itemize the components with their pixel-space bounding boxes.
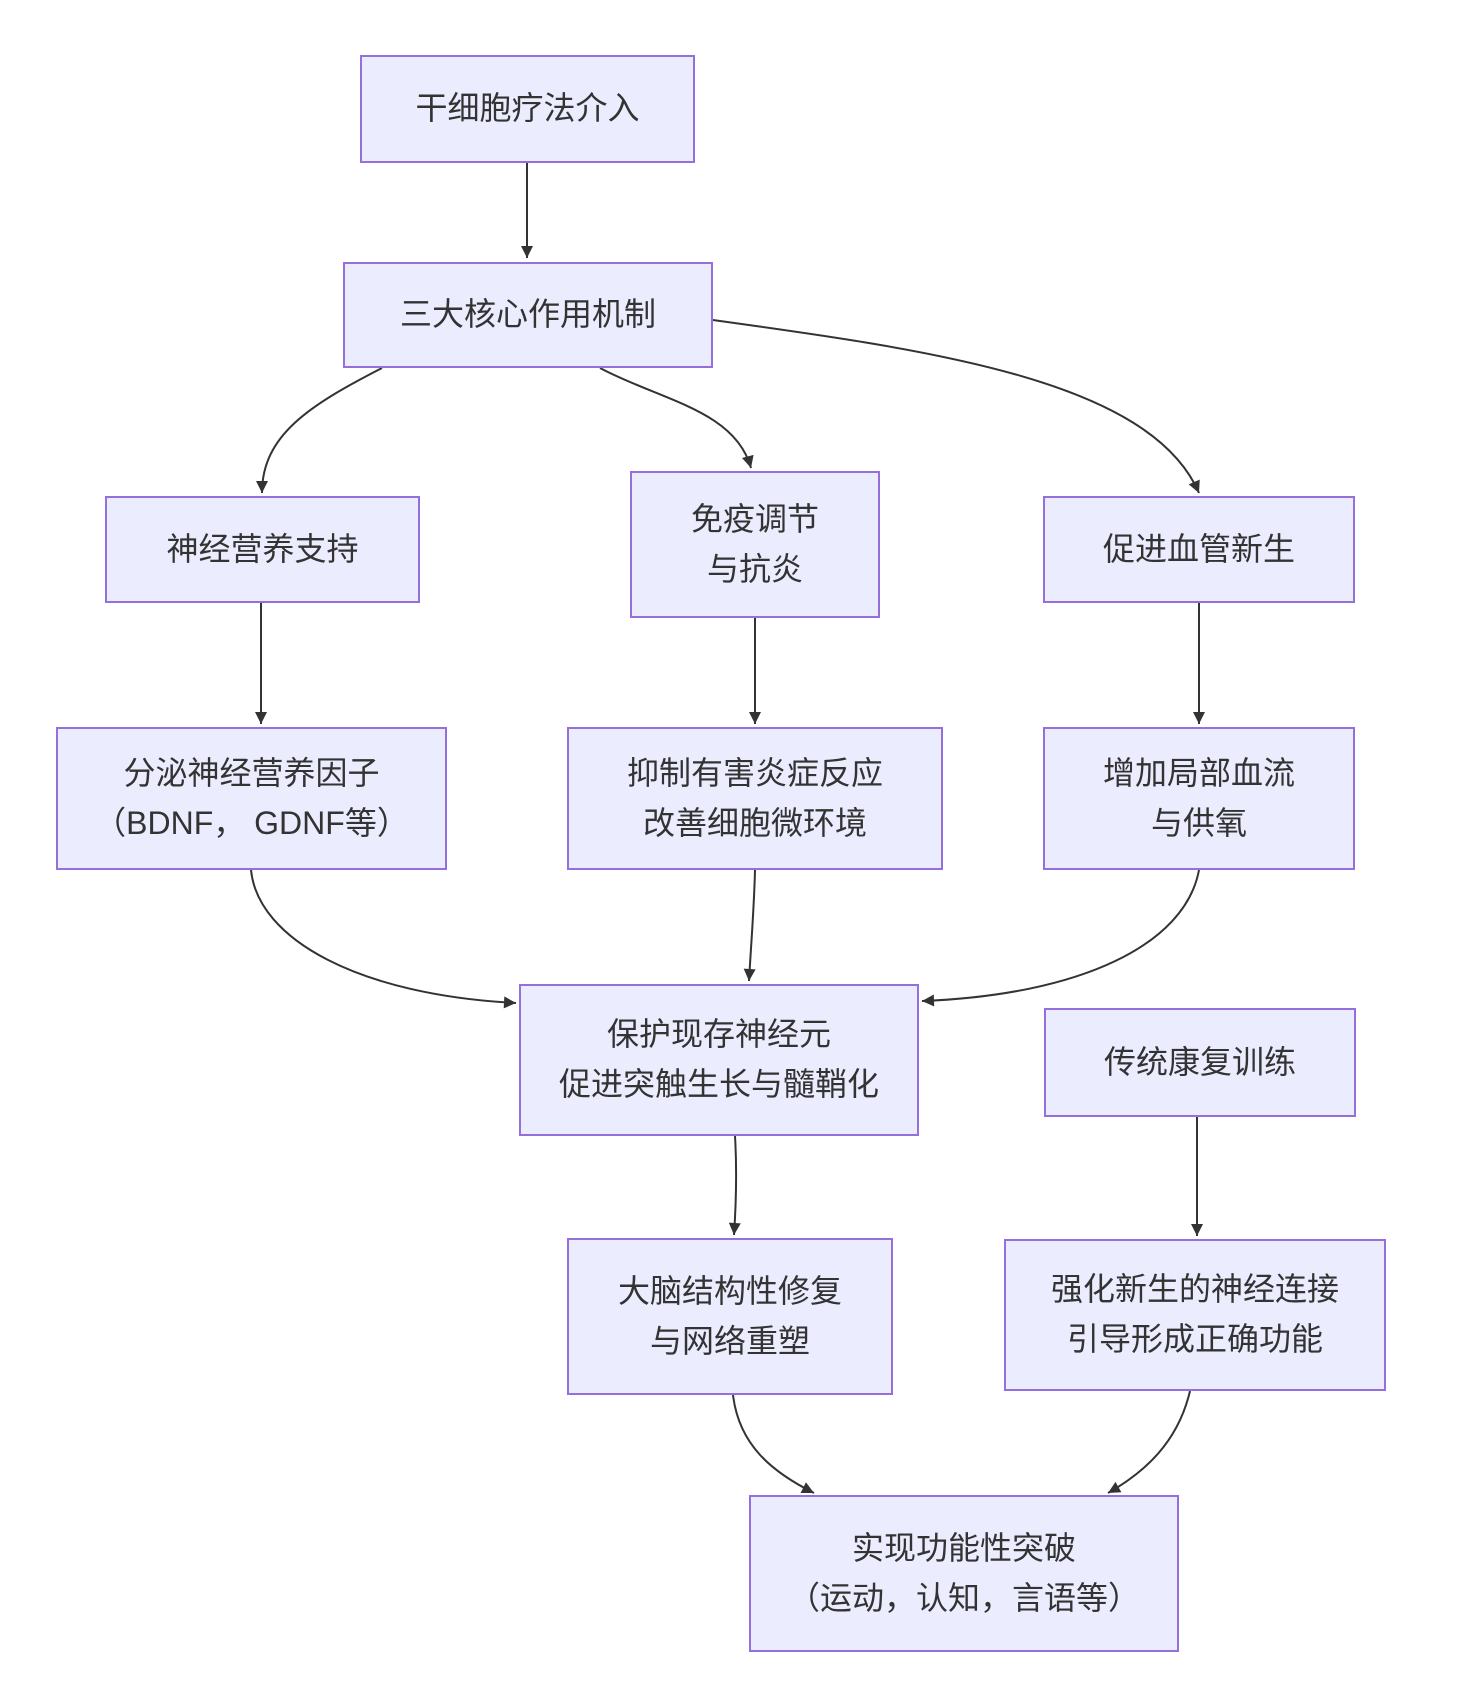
node-label: 传统康复训练 xyxy=(1103,1043,1296,1080)
node-suppress-inflammation: 抑制有害炎症反应 改善细胞微环境 xyxy=(567,727,943,870)
node-stem-cell-therapy: 干细胞疗法介入 xyxy=(360,55,695,163)
node-protect-neurons: 保护现存神经元 促进突触生长与髓鞘化 xyxy=(519,984,919,1136)
node-label: 增加局部血流 xyxy=(1102,754,1295,791)
node-label: 大脑结构性修复 xyxy=(617,1272,842,1309)
node-label: 强化新生的神经连接 xyxy=(1050,1271,1339,1308)
node-label: 与抗炎 xyxy=(706,550,803,587)
node-functional-breakthrough: 实现功能性突破 （运动，认知，言语等） xyxy=(749,1495,1179,1652)
node-label: 引导形成正确功能 xyxy=(1066,1321,1323,1357)
node-immune-modulation: 免疫调节 与抗炎 xyxy=(630,471,880,618)
edge-core-to-angiogenesis xyxy=(712,319,1200,494)
node-traditional-rehab: 传统康复训练 xyxy=(1044,1008,1356,1117)
node-label: 促进血管新生 xyxy=(1102,530,1295,567)
node-label: 与供氧 xyxy=(1150,804,1247,841)
node-label: 与网络重塑 xyxy=(649,1322,810,1359)
node-label: 免疫调节 xyxy=(690,500,819,537)
edge-protect-to-repair xyxy=(728,1135,741,1236)
node-label: 保护现存神经元 xyxy=(606,1016,831,1053)
node-label: （运动，认知，言语等） xyxy=(787,1579,1140,1616)
edge-bloodflow-to-protect xyxy=(921,869,1200,1007)
node-label: 神经营养支持 xyxy=(166,530,359,567)
node-secrete-neurotrophic-factors: 分泌神经营养因子 （BDNF， GDNF等） xyxy=(56,727,447,870)
node-label: 分泌神经营养因子 xyxy=(123,754,380,791)
node-label: 促进突触生长与髓鞘化 xyxy=(558,1066,879,1102)
node-label: 改善细胞微环境 xyxy=(642,804,867,841)
node-label: （BDNF， GDNF等） xyxy=(94,804,409,841)
edge-inflammation-to-protect xyxy=(743,869,756,982)
node-label: 抑制有害炎症反应 xyxy=(626,754,883,791)
node-label: 实现功能性突破 xyxy=(851,1529,1076,1566)
edge-factors-to-protect xyxy=(250,869,517,1009)
node-neurotrophic-support: 神经营养支持 xyxy=(105,496,420,603)
node-label: 干细胞疗法介入 xyxy=(415,90,640,127)
edge-strengthen-to-breakthrough xyxy=(1107,1390,1191,1494)
edge-repair-to-breakthrough xyxy=(732,1394,815,1494)
edge-core-to-immune xyxy=(599,367,754,469)
node-structural-repair: 大脑结构性修复 与网络重塑 xyxy=(567,1238,893,1395)
node-angiogenesis: 促进血管新生 xyxy=(1043,496,1355,603)
node-increase-blood-flow: 增加局部血流 与供氧 xyxy=(1043,727,1355,870)
node-core-mechanisms: 三大核心作用机制 xyxy=(343,262,713,368)
node-label: 三大核心作用机制 xyxy=(399,296,656,333)
edge-core-to-neurotrophic xyxy=(256,367,383,494)
node-strengthen-connections: 强化新生的神经连接 引导形成正确功能 xyxy=(1004,1239,1386,1391)
